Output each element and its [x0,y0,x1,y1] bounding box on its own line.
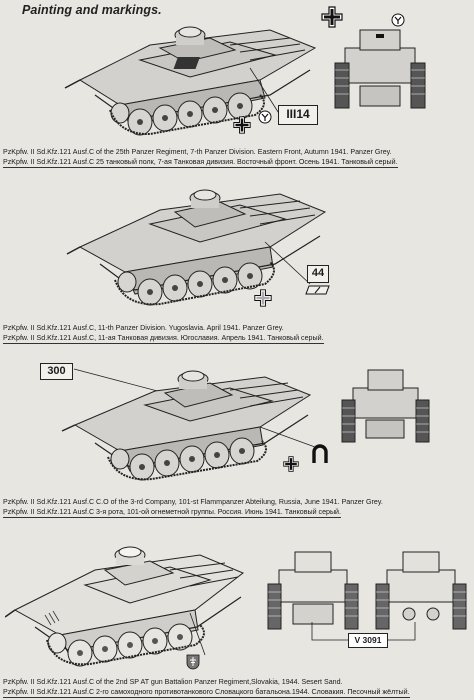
caption-en: PzKpfw. II Sd.Kfz.121 Ausf.C C.O of the … [3,497,471,507]
caption-ru-text: PzKpfw. II Sd.Kfz.121 Ausf.C 2-го самохо… [3,688,410,698]
caption-en-text: PzKpfw. II Sd.Kfz.121 Ausf.C of the 2nd … [3,678,343,686]
turret-number-marking: 300 [40,363,73,380]
caption-ru: PzKpfw. II Sd.Kfz.121 Ausf.C 2-го самохо… [3,687,471,698]
caption-en: PzKpfw. II Sd.Kfz.121 Ausf.C, 11-th Panz… [3,323,471,333]
balkenkreuz-icon [321,6,343,28]
tactical-sign-icon [305,285,331,295]
balkenkreuz-icon [254,289,272,307]
tank-side-view-2 [65,172,335,322]
caption-ru-text: PzKpfw. II Sd.Kfz.121 Ausf.C, 11-ая Танк… [3,334,324,344]
caption-ru: PzKpfw. II Sd.Kfz.121 Ausf.C, 11-ая Танк… [3,333,471,344]
hull-number-marking: 44 [307,265,329,283]
tank-side-view-3 [60,355,320,485]
caption-ru-text: PzKpfw. II Sd.Kfz.121 Ausf.C 3-я рота, 1… [3,508,341,518]
balkenkreuz-icon [233,116,251,134]
caption-ru-text: PzKpfw. II Sd.Kfz.121 Ausf.C 25 танковый… [3,158,398,168]
caption-ru: PzKpfw. II Sd.Kfz.121 Ausf.C 3-я рота, 1… [3,507,471,518]
caption-en-text: PzKpfw. II Sd.Kfz.121 Ausf.C, 11-th Panz… [3,324,284,332]
tank-rear-view-4 [373,540,468,635]
page-heading: Painting and markings. [22,3,162,17]
y-rune-icon [258,110,272,124]
y-rune-icon [391,13,405,27]
tank-side-view-1 [60,10,330,140]
caption-en-text: PzKpfw. II Sd.Kfz.121 Ausf.C of the 25th… [3,148,392,156]
tank-side-view-4 [5,525,265,675]
caption-en-text: PzKpfw. II Sd.Kfz.121 Ausf.C C.O of the … [3,498,383,506]
leader-lines [300,620,430,650]
slovak-shield-icon [186,654,200,670]
horseshoe-icon [309,441,331,465]
caption-ru: PzKpfw. II Sd.Kfz.121 Ausf.C 25 танковый… [3,157,471,168]
registration-plate-marking: V 3091 [348,633,388,648]
balkenkreuz-icon [283,456,299,472]
tank-front-view-3 [338,360,433,448]
tank-front-view-4 [265,540,360,635]
turret-number-marking: III14 [278,105,318,125]
caption-en: PzKpfw. II Sd.Kfz.121 Ausf.C of the 2nd … [3,677,471,687]
caption-en: PzKpfw. II Sd.Kfz.121 Ausf.C of the 25th… [3,147,471,157]
tank-front-view-1 [330,18,430,116]
